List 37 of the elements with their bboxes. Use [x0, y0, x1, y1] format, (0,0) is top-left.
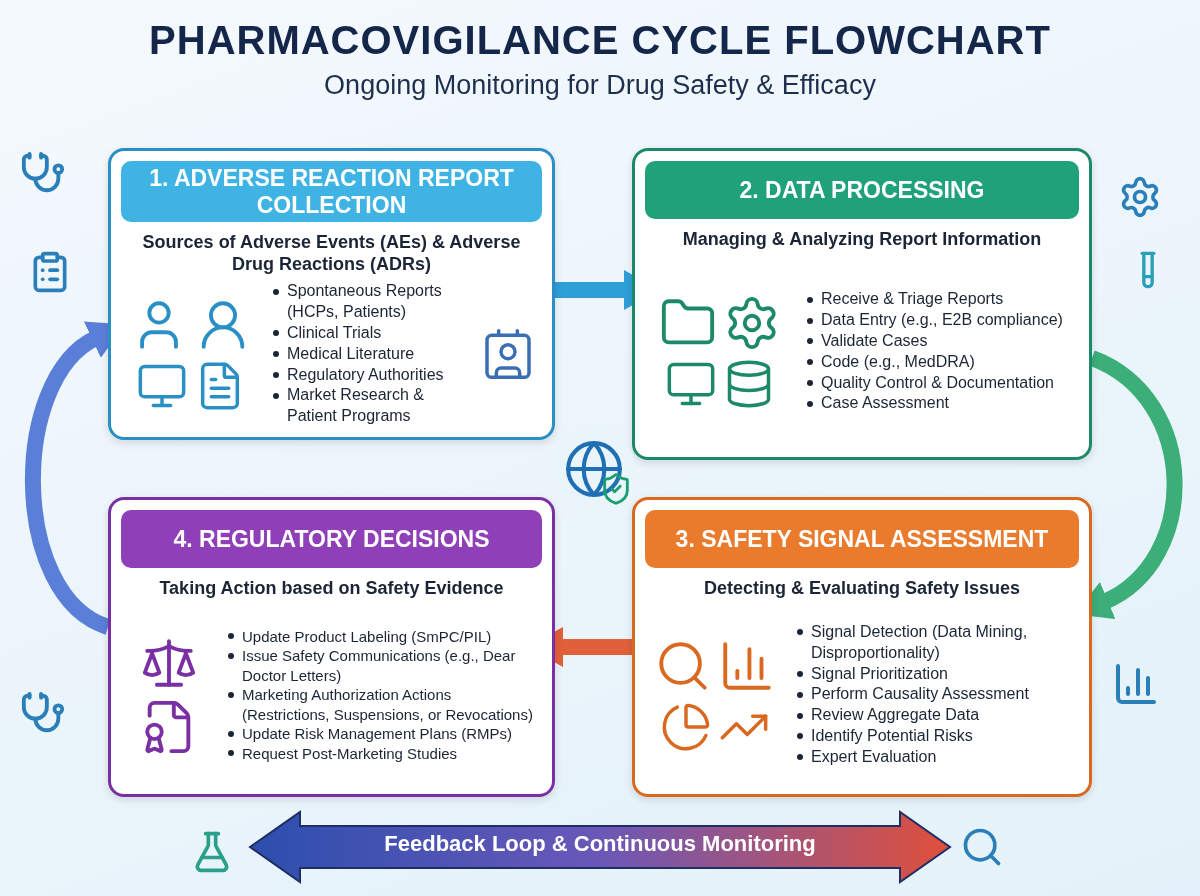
bullet-item: Case Assessment [821, 393, 950, 414]
step-header: 3. SAFETY SIGNAL ASSESSMENT [645, 510, 1079, 568]
arrow-label: Feedback Loop & Continuous Monitoring [383, 831, 817, 857]
step-subtitle: Sources of Adverse Events (AEs) & Adverse Drug Reactions (ADRs) [141, 232, 522, 276]
step-card [108, 497, 555, 797]
bullet-item: Market Research & Patient Programs [287, 385, 425, 427]
bullet-item: Request Post-Marketing Studies [242, 743, 458, 764]
bullet-item: Update Product Labeling (SmPC/PIL) [242, 626, 492, 647]
title: PHARMACOVIGILANCE CYCLE FLOWCHART [148, 18, 1052, 63]
bullet-item: Update Risk Management Plans (RMPs) [242, 724, 513, 744]
bullet-item: Review Aggregate Data [811, 705, 980, 726]
step-subtitle: Managing & Analyzing Report Information [681, 229, 1043, 251]
step-card [108, 148, 555, 440]
bullet-item: Quality Control & Documentation [821, 372, 1054, 393]
step-header: 2. DATA PROCESSING [645, 161, 1079, 219]
step-card [632, 148, 1092, 460]
bullet-item: Issue Safety Communications (e.g., Dear Doctor Letters) [242, 646, 517, 686]
step-header: 1. ADVERSE REACTION REPORT COLLECTION [121, 161, 542, 223]
step-subtitle: Detecting & Evaluating Safety Issues [702, 578, 1022, 600]
bullet-item: Receive & Triage Reports [821, 289, 1004, 310]
bullet-item: Perform Causality Assessment [811, 684, 1029, 705]
step-subtitle: Taking Action based on Safety Evidence [158, 578, 505, 600]
bullet-item: Validate Cases [821, 331, 928, 351]
bullet-item: Signal Detection (Data Mining, Disproportionality) [811, 622, 1029, 663]
bullet-item: Identify Potential Risks [811, 726, 973, 746]
bullet-item: Marketing Authorization Actions (Restrictions, Suspensions, or Revocations) [242, 685, 534, 725]
bullet-item: Medical Literature [287, 343, 415, 364]
step-card [632, 497, 1092, 797]
bullet-item: Data Entry (e.g., E2B compliance) [821, 310, 1063, 331]
bullet-item: Spontaneous Reports (HCPs, Patients) [287, 281, 443, 323]
bullet-item: Signal Prioritization [811, 663, 948, 684]
step-header: 4. REGULATORY DECISIONS [121, 510, 542, 568]
bullet-item: Clinical Trials [287, 323, 382, 343]
subtitle: Ongoing Monitoring for Drug Safety & Efficacy [323, 70, 877, 101]
bullet-item: Expert Evaluation [811, 746, 937, 767]
bullet-item: Code (e.g., MedDRA) [821, 351, 975, 372]
bullet-item: Regulatory Authorities [287, 364, 444, 385]
